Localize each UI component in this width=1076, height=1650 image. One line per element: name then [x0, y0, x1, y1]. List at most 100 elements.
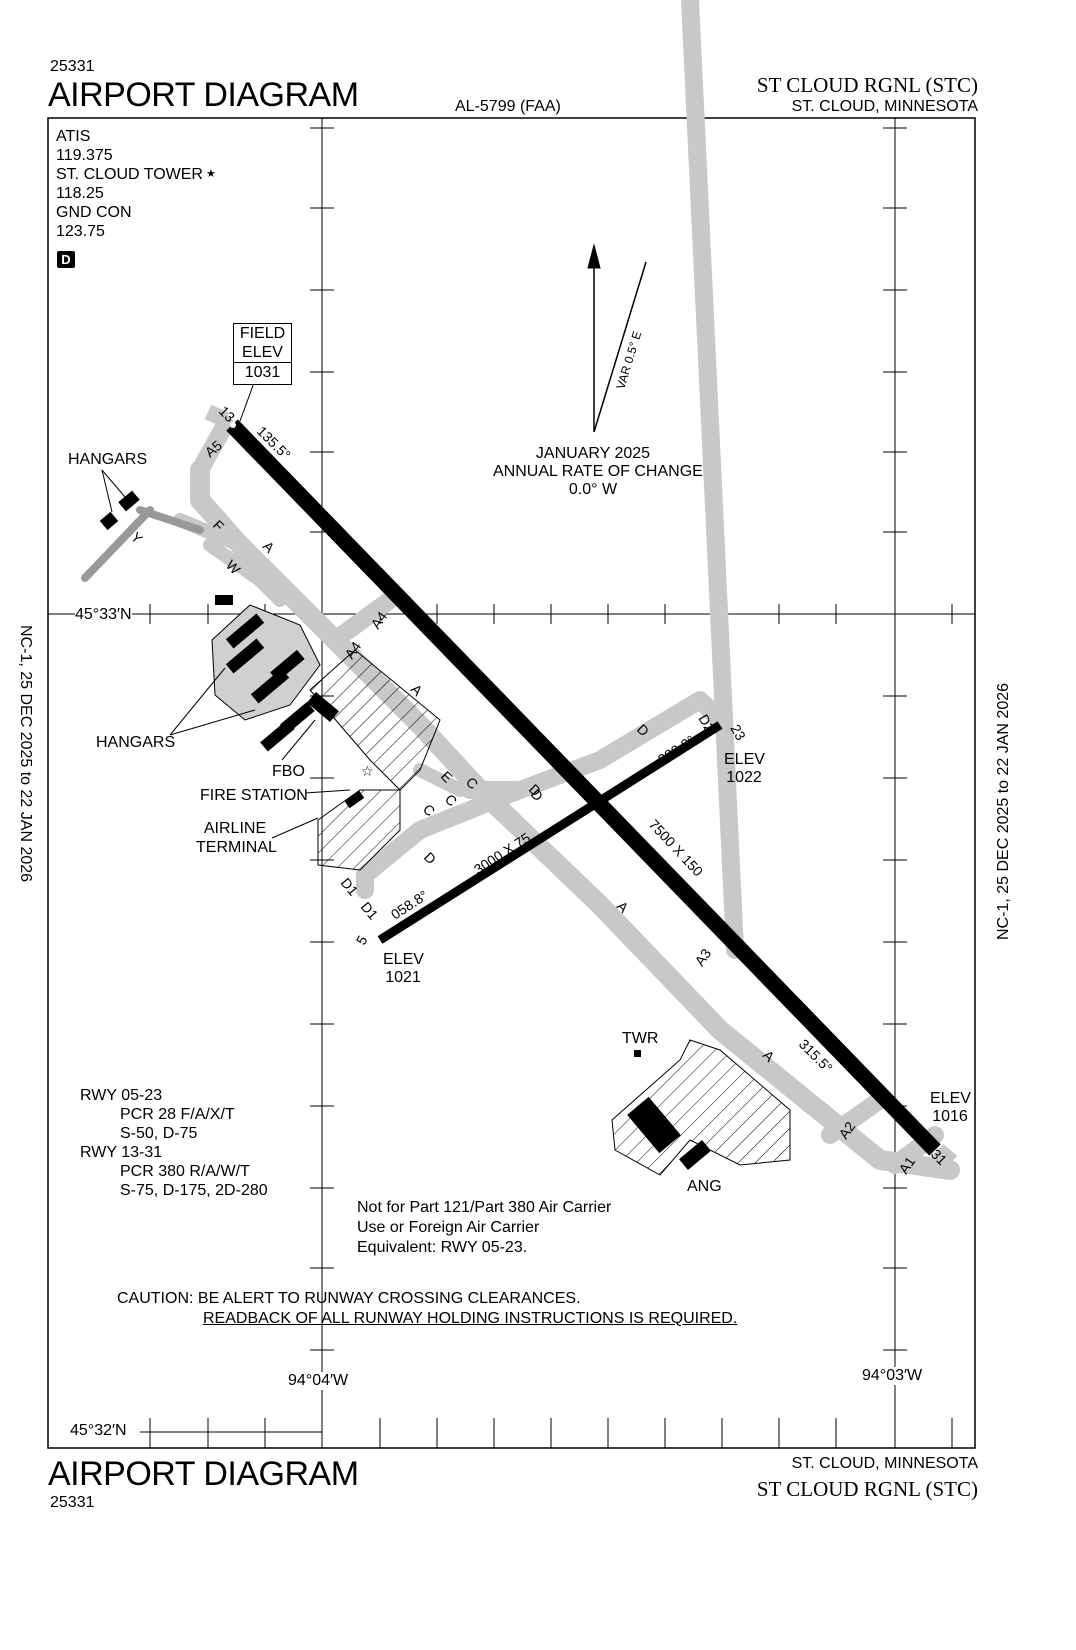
map-frame — [47, 117, 976, 1449]
terminal-building — [344, 790, 365, 809]
note-line1: Not for Part 121/Part 380 Air Carrier — [357, 1199, 612, 1216]
taxiway-label: D1 — [358, 899, 382, 923]
note-line2: Use or Foreign Air Carrier — [357, 1219, 540, 1236]
al-number: AL-5799 (FAA) — [455, 98, 561, 115]
datalink-badge: D — [57, 251, 75, 268]
tower-line: ST. CLOUD TOWER★ — [56, 165, 216, 184]
ang-building — [679, 1139, 711, 1171]
runway-13-31 — [226, 419, 941, 1156]
taxiway-label: D — [421, 849, 439, 867]
procedure-number-bottom: 25331 — [50, 1494, 95, 1511]
field-elevation-box: FIELD ELEV 1031 — [233, 323, 292, 385]
taxiway-y — [81, 506, 204, 582]
fbo-label: FBO — [272, 763, 305, 780]
tower-label-map: TWR — [622, 1030, 659, 1047]
page-title-bottom: AIRPORT DIAGRAM — [48, 1455, 359, 1493]
rwy-5-end-label: 5 — [353, 933, 371, 948]
rwy-5-elevation: ELEV 1021 — [383, 951, 424, 987]
ang-label: ANG — [687, 1178, 722, 1195]
terminal-label: TERMINAL — [196, 839, 277, 856]
hangar-building — [215, 595, 233, 605]
hangar-building — [280, 701, 315, 734]
magnetic-info: JANUARY 2025 ANNUAL RATE OF CHANGE 0.0° … — [493, 445, 703, 499]
runway-13-stopway — [204, 404, 230, 428]
taxiway-label: A3 — [691, 945, 714, 968]
elev-label: ELEV — [724, 751, 765, 768]
atis-label: ATIS — [56, 128, 91, 145]
magnetic-var-label: VAR 0.5° E — [613, 329, 644, 390]
hangar-building — [270, 649, 305, 682]
hangars-label-top: HANGARS — [68, 451, 148, 468]
airport-name-bottom: ST CLOUD RGNL (STC) — [756, 1477, 978, 1501]
fire-station-label: FIRE STATION — [200, 787, 308, 804]
pcr-rwy2-weights: S-75, D-175, 2D-280 — [120, 1182, 268, 1199]
elev-label: ELEV — [930, 1090, 971, 1107]
magnetic-rate-label: ANNUAL RATE OF CHANGE — [493, 463, 703, 480]
rwy-23-end-label: 23 — [727, 722, 749, 744]
airline-label: AIRLINE — [203, 820, 267, 837]
tower-frequency: 118.25 — [56, 185, 104, 202]
longitude-left: 94°04′W — [288, 1372, 349, 1390]
airline-terminal-label: AIRLINE TERMINAL — [196, 819, 277, 857]
caution-line1: CAUTION: BE ALERT TO RUNWAY CROSSING CLE… — [117, 1290, 581, 1307]
ground-label: GND CON — [56, 204, 132, 221]
city-bottom: ST. CLOUD, MINNESOTA — [791, 1455, 978, 1472]
taxiways — [173, 0, 960, 1180]
taxiway-a5 — [191, 416, 234, 479]
runways — [204, 404, 958, 1169]
tick-marks — [140, 127, 953, 1448]
taxiway-label: D2 — [695, 712, 718, 736]
taxiway-a3 — [681, 0, 744, 959]
tower-building — [634, 1050, 641, 1057]
graticule — [48, 118, 975, 1448]
magnetic-date: JANUARY 2025 — [535, 445, 651, 462]
procedure-number-top: 25331 — [50, 58, 95, 75]
pcr-rwy1-value: PCR 28 F/A/X/T — [120, 1106, 235, 1123]
hangars-label-mid: HANGARS — [96, 734, 176, 751]
main-apron — [309, 649, 441, 791]
pcr-rwy1-weights: S-50, D-75 — [120, 1125, 198, 1142]
terminal-apron — [317, 789, 401, 871]
runway-31-stopway — [932, 1143, 958, 1169]
latitude-upper: 45°33′N — [75, 606, 132, 624]
hangar-building — [99, 511, 119, 531]
atis-frequency: 119.375 — [56, 147, 113, 164]
city-top: ST. CLOUD, MINNESOTA — [791, 98, 978, 115]
taxiway-a2 — [821, 1091, 889, 1144]
pavement-classification: RWY 05-23 PCR 28 F/A/X/T S-50, D-75 RWY … — [80, 1086, 268, 1200]
field-elev-value: 1031 — [234, 362, 291, 382]
caution-line2: READBACK OF ALL RUNWAY HOLDING INSTRUCTI… — [203, 1310, 738, 1327]
magnetic-variation-arrows — [587, 243, 647, 433]
latitude-lower: 45°32′N — [70, 1422, 127, 1440]
ang-building — [627, 1096, 681, 1154]
fire-station-symbol: ☆ — [361, 763, 374, 779]
pcr-rwy2: RWY 13-31 — [80, 1144, 163, 1161]
taxiway-a4 — [326, 591, 399, 649]
pcr-rwy1: RWY 05-23 — [80, 1087, 163, 1104]
rwy-23-elevation: ELEV 1022 — [724, 751, 765, 787]
taxiway-label: A — [260, 538, 278, 556]
field-elev-line1: FIELD — [239, 325, 286, 342]
ground-frequency: 123.75 — [56, 223, 105, 240]
leader-lines — [101, 379, 351, 839]
rwy-31-elevation: ELEV 1016 — [930, 1090, 971, 1126]
hangar-building — [118, 490, 140, 512]
elev-label: ELEV — [383, 951, 424, 968]
rwy-23-heading: 238.8° — [655, 732, 698, 768]
hangar-building — [225, 613, 265, 649]
magnetic-rate: 0.0° W — [568, 481, 618, 498]
elev-value: 1022 — [726, 769, 762, 786]
elev-value: 1021 — [385, 969, 421, 986]
air-carrier-note: Not for Part 121/Part 380 Air Carrier Us… — [357, 1198, 611, 1258]
taxiway-e — [413, 763, 467, 797]
comms-frequencies: ATIS 119.375 ST. CLOUD TOWER★ 118.25 GND… — [56, 127, 216, 241]
longitude-right: 94°03′W — [862, 1367, 923, 1385]
buildings — [99, 490, 711, 1171]
elev-value: 1016 — [932, 1108, 968, 1125]
runway-05-23 — [377, 721, 723, 944]
tower-label: ST. CLOUD TOWER — [56, 166, 203, 183]
note-line3: Equivalent: RWY 05-23. — [357, 1239, 528, 1256]
field-elev-line2: ELEV — [242, 344, 283, 361]
airport-name-top: ST CLOUD RGNL (STC) — [756, 73, 978, 97]
